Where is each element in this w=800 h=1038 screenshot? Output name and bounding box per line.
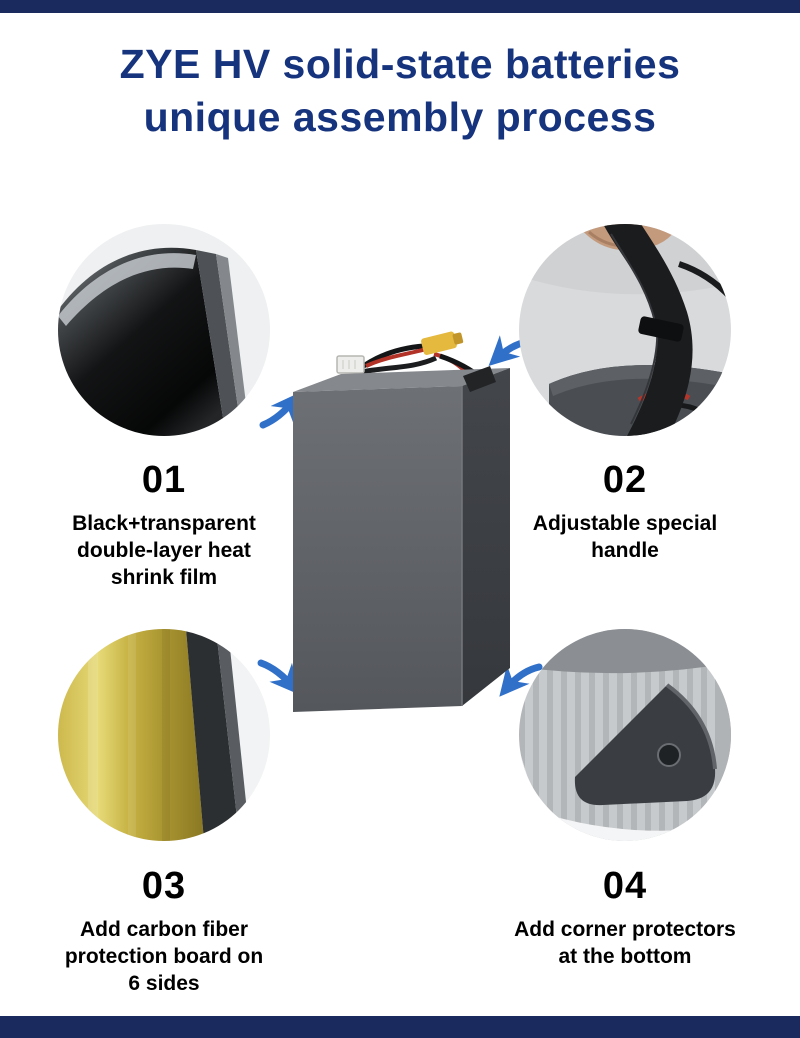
carbon-fiber-board-image bbox=[58, 629, 270, 841]
step-1: 01 Black+transparent double-layer heat s… bbox=[34, 459, 294, 591]
bottom-banner-strip bbox=[0, 1016, 800, 1038]
battery-pack-illustration bbox=[293, 331, 510, 712]
step-2-caption: Adjustable special handle bbox=[532, 511, 718, 562]
handle-strap-anchor bbox=[463, 366, 496, 392]
white-connector bbox=[336, 355, 365, 374]
battery-top-face bbox=[293, 368, 510, 392]
step-2: 02 Adjustable special handle bbox=[495, 459, 755, 565]
heat-shrink-film-image bbox=[58, 224, 270, 436]
photo-carbon-fiber-board bbox=[58, 629, 270, 841]
photo-adjustable-handle bbox=[519, 224, 731, 436]
corner-protector-image bbox=[519, 629, 731, 841]
step-4-caption: Add corner protectors at the bottom bbox=[514, 917, 736, 968]
step-4-number: 04 bbox=[602, 865, 648, 907]
step-1-number: 01 bbox=[141, 459, 187, 501]
step-3-number: 03 bbox=[141, 865, 187, 907]
step-3-caption: Add carbon fiber protection board on 6 s… bbox=[64, 917, 264, 995]
top-banner-strip bbox=[0, 0, 800, 13]
step-3: 03 Add carbon fiber protection board on … bbox=[34, 865, 294, 997]
step-1-caption: Black+transparent double-layer heat shri… bbox=[72, 511, 256, 589]
page-title: ZYE HV solid-state batteries unique asse… bbox=[119, 41, 681, 141]
photo-corner-protector bbox=[519, 629, 731, 841]
battery-front-face bbox=[293, 386, 462, 712]
photo-heat-shrink-film bbox=[58, 224, 270, 436]
adjustable-handle-image bbox=[519, 224, 731, 436]
step-4: 04 Add corner protectors at the bottom bbox=[495, 865, 755, 971]
yellow-connector bbox=[421, 331, 464, 355]
battery-side-face bbox=[462, 368, 510, 706]
step-2-number: 02 bbox=[602, 459, 648, 501]
